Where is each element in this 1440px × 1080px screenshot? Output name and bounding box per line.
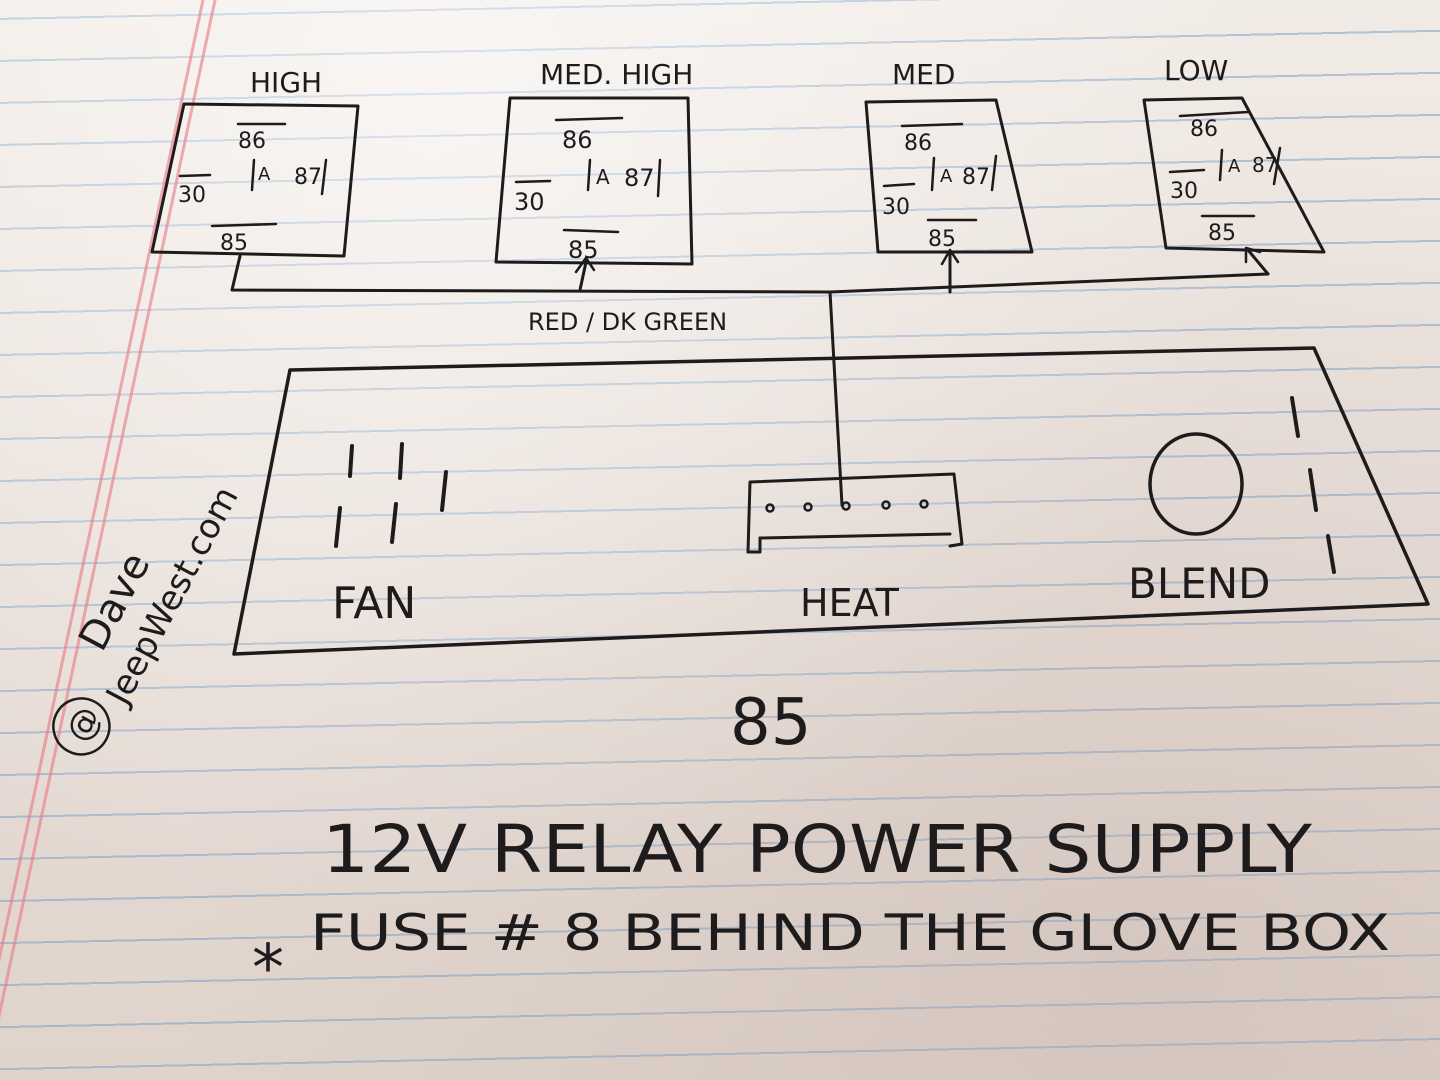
blend-label: BLEND bbox=[1128, 559, 1271, 608]
relay-box bbox=[864, 98, 1034, 254]
arrow-head bbox=[574, 256, 596, 274]
pin-86: 86 bbox=[1190, 117, 1218, 142]
pin-bar bbox=[514, 179, 552, 184]
heat-slider-track bbox=[746, 472, 964, 554]
pin-a: A bbox=[258, 164, 271, 185]
heat-position-dot bbox=[881, 500, 891, 510]
pin-bar bbox=[178, 173, 212, 178]
wire-label: RED / DK GREEN bbox=[528, 308, 727, 336]
panel-outline bbox=[232, 346, 1430, 656]
bus-drop bbox=[1246, 248, 1270, 276]
slot-mark bbox=[334, 506, 342, 548]
pin-30: 30 bbox=[514, 188, 545, 216]
pin-a: A bbox=[1228, 156, 1241, 177]
relay-title: LOW bbox=[1164, 54, 1228, 87]
diagram-title: 12V RELAY POWER SUPPLY bbox=[322, 811, 1313, 888]
blend-knob-circle bbox=[1148, 432, 1244, 536]
pin-bar bbox=[900, 122, 964, 128]
pin-30: 30 bbox=[1170, 179, 1198, 204]
fan-label: FAN bbox=[332, 578, 416, 629]
pin-bar bbox=[882, 182, 916, 188]
arrow-head bbox=[1244, 246, 1262, 264]
pin-30: 30 bbox=[882, 195, 910, 220]
relay-med: MED 86 30 A 87 85 bbox=[864, 58, 1034, 254]
pin-number-85: 85 bbox=[730, 686, 811, 760]
pin-bar bbox=[656, 158, 662, 198]
pin-85: 85 bbox=[220, 231, 248, 256]
pin-87: 87 bbox=[962, 165, 990, 190]
scale-mark bbox=[1308, 468, 1318, 512]
pin-85: 85 bbox=[1208, 221, 1236, 246]
pin-bar bbox=[586, 158, 592, 192]
pin-bar bbox=[320, 158, 328, 196]
blend-knob bbox=[1148, 432, 1244, 536]
pin-bar bbox=[250, 158, 256, 192]
hvac-control-panel: FAN HEAT BLEND bbox=[232, 346, 1430, 656]
relay-box bbox=[494, 96, 694, 266]
pin-bar bbox=[990, 154, 998, 192]
pin-86: 86 bbox=[562, 126, 593, 154]
relay-low: LOW 86 30 A 87 85 bbox=[1142, 54, 1326, 254]
pin-85: 85 bbox=[928, 227, 956, 252]
heat-position-dot bbox=[841, 501, 851, 511]
pin-bar bbox=[1218, 148, 1224, 182]
pin-bar bbox=[930, 156, 936, 192]
arrow-head bbox=[940, 248, 960, 266]
slot-mark bbox=[390, 502, 398, 544]
fuse-note: FUSE # 8 BEHIND THE GLOVE BOX bbox=[310, 904, 1390, 962]
relay-high: HIGH 86 30 A 87 85 bbox=[150, 66, 360, 258]
slot-mark bbox=[440, 470, 448, 512]
bus-wire bbox=[230, 254, 1270, 294]
pin-87: 87 bbox=[624, 164, 655, 192]
heat-label: HEAT bbox=[800, 581, 900, 625]
scale-mark bbox=[1290, 396, 1300, 438]
pin-bar bbox=[1168, 168, 1206, 174]
pin-bar bbox=[1178, 110, 1250, 118]
heat-selector bbox=[746, 472, 964, 554]
relay-med-high: MED. HIGH 86 30 A 87 85 bbox=[494, 58, 694, 266]
relay-box bbox=[150, 102, 360, 258]
pin85-bus bbox=[230, 246, 1270, 507]
relay-title: MED. HIGH bbox=[540, 58, 693, 91]
at-circle bbox=[52, 697, 111, 756]
slot-mark bbox=[398, 442, 404, 480]
pin-86: 86 bbox=[238, 129, 266, 154]
pin-30: 30 bbox=[178, 183, 206, 208]
heat-slider-foot bbox=[746, 536, 762, 554]
relay-title: HIGH bbox=[250, 66, 322, 99]
relay-title: MED bbox=[892, 58, 955, 91]
heat-position-dot bbox=[765, 503, 775, 513]
pin-86: 86 bbox=[904, 131, 932, 156]
pin-a: A bbox=[596, 165, 610, 189]
slot-mark bbox=[348, 444, 354, 478]
scale-mark bbox=[1326, 534, 1336, 574]
heat-position-dot bbox=[803, 502, 813, 512]
pin-bar bbox=[562, 228, 620, 234]
relay-box bbox=[1142, 96, 1326, 254]
pin-85: 85 bbox=[568, 236, 599, 264]
pin-87: 87 bbox=[294, 165, 322, 190]
blend-scale-marks bbox=[1290, 396, 1336, 574]
pin-bar bbox=[210, 222, 278, 228]
pin-87: 87 bbox=[1252, 153, 1277, 177]
heat-slider-base bbox=[758, 532, 952, 540]
heat-position-dot bbox=[919, 499, 929, 509]
feed-wire bbox=[828, 290, 844, 507]
pin-bar bbox=[1272, 146, 1282, 186]
bus-drop bbox=[578, 260, 588, 292]
signature: @ Dave JeepWest.com bbox=[52, 480, 247, 756]
pin-a: A bbox=[940, 166, 953, 187]
note-marker: * bbox=[252, 932, 284, 1006]
pin-bar bbox=[554, 116, 624, 122]
fan-switch-slots bbox=[334, 442, 448, 548]
